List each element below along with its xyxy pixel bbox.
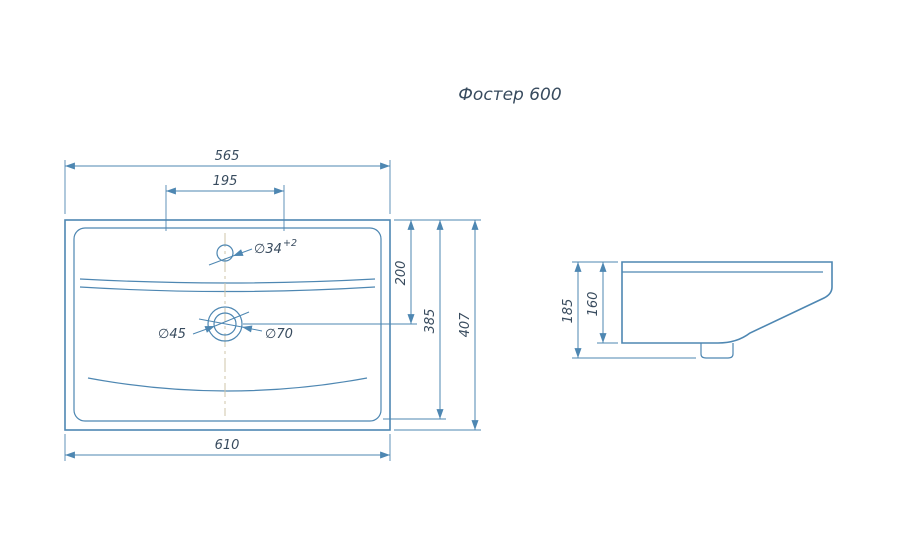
dim-label-610: 610 [215,438,240,453]
dimension-bottom-width: 610 [64,434,391,461]
basin-edge-lower-curve [79,286,376,293]
dim-label-160: 160 [586,292,601,317]
label-drain-outer-diameter: ∅70 [265,327,293,342]
label-faucet-diameter: ∅34 [254,242,282,257]
front-view [64,219,391,431]
dimension-top-width: 565 [64,149,391,214]
dimension-basin-depth: 160 [586,262,618,344]
callout-drain-outer: ∅70 [198,318,293,342]
drain-stub [700,343,734,359]
dimension-hole-spacing: 195 [165,174,285,231]
drain-inner-circle [213,312,237,336]
callout-faucet-hole: ∅34 +2 [208,238,297,266]
label-drain-inner-diameter: ∅45 [158,327,186,342]
dimension-drain-center-height: 200 [243,220,417,325]
dim-label-385: 385 [423,309,438,334]
dimension-total-height: 407 [394,219,481,431]
drain-outer-circle [207,306,243,342]
dim-label-200: 200 [394,261,409,286]
sink-outer-outline [64,219,391,431]
basin-edge-upper-curve [79,278,376,284]
side-view [621,261,833,359]
label-faucet-tolerance: +2 [283,238,297,249]
basin-bottom-curve [87,377,368,392]
dim-label-407: 407 [458,312,473,338]
dimension-total-depth: 185 [561,261,696,359]
drawing-title: Фостер 600 [458,85,561,105]
dim-label-565: 565 [215,149,240,164]
dim-label-185: 185 [561,299,576,324]
dimension-inner-height: 385 [383,220,446,420]
callout-drain-inner: ∅45 [158,311,250,342]
sink-inner-rim [73,227,382,422]
sink-side-profile [621,261,833,344]
dim-label-195: 195 [213,174,238,189]
